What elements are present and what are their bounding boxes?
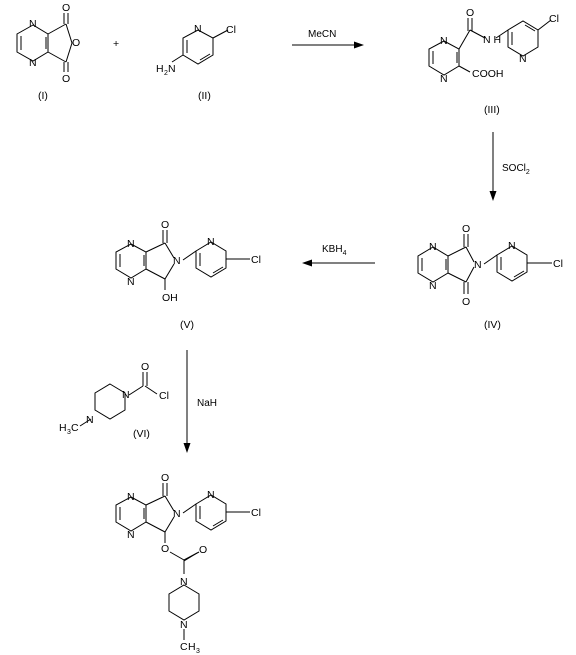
atom-n: N [127, 276, 135, 288]
atom-n: N [173, 508, 181, 520]
atom-o: O [62, 2, 70, 14]
methyl-c: C [180, 641, 188, 653]
amide-nh: N H [483, 34, 501, 46]
atom-o: O [199, 544, 207, 556]
atom-cl: Cl [159, 390, 169, 402]
atom-o: O [462, 223, 470, 235]
compound-I-label: (I) [38, 90, 48, 102]
hydroxyl-oh: OH [162, 292, 178, 304]
compound-III-label: (III) [484, 104, 500, 116]
atom-n: N [194, 23, 202, 35]
atom-o: O [161, 472, 169, 484]
atom-n: N [127, 238, 135, 250]
carboxylic-acid: COOH [472, 68, 504, 80]
atom-n: N [508, 240, 516, 252]
methyl-c: C [71, 422, 79, 434]
atom-n: N [440, 73, 448, 85]
atom-cl: Cl [251, 254, 261, 266]
subscript: 3 [196, 648, 200, 655]
plus-sign: + [113, 38, 119, 50]
atom-n: N [429, 280, 437, 292]
atom-n: N [519, 53, 527, 65]
atom-n: N [127, 529, 135, 541]
compound-VI-structure: O N Cl N H 3 C [59, 361, 169, 436]
arrow-head [354, 41, 364, 49]
atom-n: N [29, 57, 37, 69]
arrow-head [489, 191, 497, 201]
atom-n: N [173, 255, 181, 267]
reagent-mecn: MeCN [308, 29, 336, 40]
compound-V-label: (V) [180, 319, 194, 331]
compound-II-structure: N Cl H 2 N [156, 23, 236, 77]
atom-cl: Cl [549, 13, 559, 25]
atom-n: N [127, 491, 135, 503]
atom-h: H [156, 63, 164, 75]
compound-II-label: (II) [198, 90, 211, 102]
atom-n: N [429, 241, 437, 253]
compound-IV-label: (IV) [484, 319, 501, 331]
subscript: 3 [67, 429, 71, 436]
compound-I-structure: N N O O O [16, 2, 80, 85]
atom-o: O [62, 73, 70, 85]
subscript: 2 [164, 70, 168, 77]
atom-o: O [161, 219, 169, 231]
atom-n: N [180, 576, 188, 588]
atom-cl: Cl [553, 258, 563, 270]
atom-n: N [29, 18, 37, 30]
atom-o: O [462, 296, 470, 308]
atom-n: N [440, 35, 448, 47]
atom-cl: Cl [226, 24, 236, 36]
compound-VI-label: (VI) [133, 428, 150, 440]
final-product-structure: N N N O N Cl O O N N C H 3 [115, 472, 261, 655]
methyl-h: H [59, 422, 67, 434]
atom-n: N [207, 489, 215, 501]
compound-V-structure: N N N O OH N Cl [115, 219, 261, 304]
atom-cl: Cl [251, 507, 261, 519]
compound-IV-structure: N N N O O N Cl [417, 223, 563, 308]
atom-n: N [180, 619, 188, 631]
methyl-h: H [188, 641, 196, 653]
atom-n: N [474, 259, 482, 271]
atom-n: N [86, 414, 94, 426]
arrow-head [183, 443, 191, 453]
reagent-nah: NaH [197, 398, 217, 409]
atom-o: O [72, 37, 80, 49]
atom-o: O [466, 7, 474, 19]
atom-n: N [122, 389, 130, 401]
atom-o: O [161, 543, 169, 555]
reagent-kbh4: KBH4 [322, 244, 347, 257]
compound-III-structure: N N O N H N Cl COOH [428, 7, 559, 85]
atom-n: N [207, 236, 215, 248]
arrow-head [302, 259, 312, 267]
atom-o: O [141, 361, 149, 373]
reagent-socl2: SOCl2 [502, 163, 530, 176]
atom-n: N [168, 63, 176, 75]
